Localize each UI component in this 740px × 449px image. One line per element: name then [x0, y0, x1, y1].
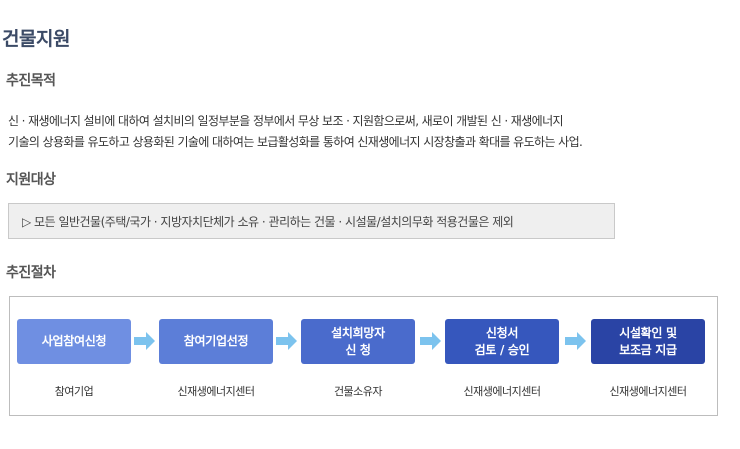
step-5-box: 시설확인 및 보조금 지급	[591, 319, 705, 364]
arrow-right-icon	[565, 332, 586, 350]
procedure-flow: 사업참여신청 참여기업선정 설치희망자 신 청 신청서 검토 / 승인 시설확인…	[9, 296, 718, 416]
step-2-actor: 신재생에너지센터	[177, 385, 255, 398]
procedure-heading: 추진절차	[6, 265, 56, 281]
arrow-right-icon	[276, 332, 297, 350]
purpose-heading: 추진목적	[6, 73, 56, 89]
step-5-actor: 신재생에너지센터	[609, 385, 687, 398]
purpose-text: 신 · 재생에너지 설비에 대하여 설치비의 일정부분을 정부에서 무상 보조 …	[8, 114, 583, 149]
target-heading: 지원대상	[6, 172, 56, 188]
step-4-box: 신청서 검토 / 승인	[445, 319, 559, 364]
step-1-actor: 참여기업	[54, 385, 94, 398]
step-1-box: 사업참여신청	[17, 319, 131, 364]
page-title: 건물지원	[2, 28, 70, 50]
target-box: ▷ 모든 일반건물(주택/국가 · 지방자치단체가 소유 · 관리하는 건물 ·…	[8, 203, 615, 239]
arrow-right-icon	[134, 332, 155, 350]
step-4-actor: 신재생에너지센터	[463, 385, 541, 398]
arrow-right-icon	[420, 332, 441, 350]
step-2-box: 참여기업선정	[159, 319, 273, 364]
step-3-actor: 건물소유자	[333, 385, 383, 398]
step-3-box: 설치희망자 신 청	[301, 319, 415, 364]
